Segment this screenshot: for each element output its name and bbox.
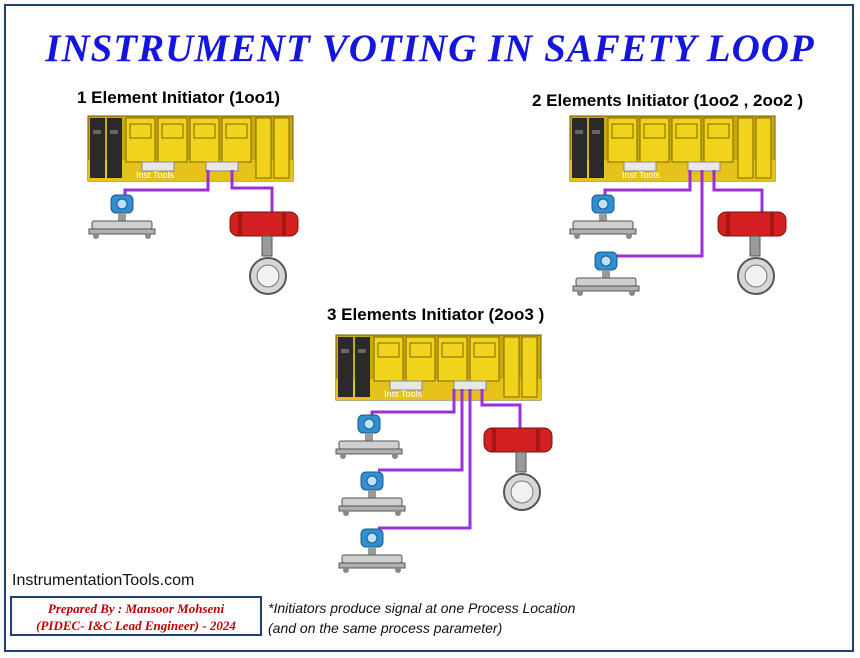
plc-rack-2oo3: Inst Tools [335, 334, 542, 401]
website-label: InstrumentationTools.com [12, 572, 195, 589]
section-2oo3-label: 3 Elements Initiator (2oo3 ) [327, 305, 545, 324]
transmitter-2oo3-c [338, 528, 406, 574]
credit-line-1: Prepared By : Mansoor Mohseni [47, 601, 225, 616]
valve-1oo2 [717, 211, 787, 295]
page-frame [4, 4, 854, 652]
transmitter-1oo1 [88, 194, 156, 240]
transmitter-1oo2-a [569, 194, 637, 240]
footnote-line-2: (and on the same process parameter) [268, 620, 503, 636]
transmitter-2oo3-b [338, 471, 406, 517]
plc-label-1: Inst Tools [136, 170, 174, 180]
credit-line-2: (PIDEC- I&C Lead Engineer) - 2024 [36, 618, 236, 633]
transmitter-1oo2-b [572, 251, 640, 297]
plc-label-2: Inst Tools [622, 170, 660, 180]
plc-rack-1oo2: Inst Tools [569, 115, 776, 182]
plc-label-3: Inst Tools [384, 389, 422, 399]
plc-rack-1oo1: Inst Tools [87, 115, 294, 182]
valve-1oo1 [229, 211, 299, 295]
valve-2oo3 [483, 427, 553, 511]
footnote-line-1: *Initiators produce signal at one Proces… [268, 600, 576, 616]
credit-box: Prepared By : Mansoor Mohseni (PIDEC- I&… [10, 596, 262, 636]
wiring-2oo3 [370, 389, 522, 530]
page-title: INSTRUMENT VOTING IN SAFETY LOOP [45, 27, 815, 70]
transmitter-2oo3-a [335, 414, 403, 460]
section-1oo1-label: 1 Element Initiator (1oo1) [77, 88, 281, 107]
section-1oo2-label: 2 Elements Initiator (1oo2 , 2oo2 ) [532, 91, 804, 110]
footnote: *Initiators produce signal at one Proces… [268, 598, 575, 638]
